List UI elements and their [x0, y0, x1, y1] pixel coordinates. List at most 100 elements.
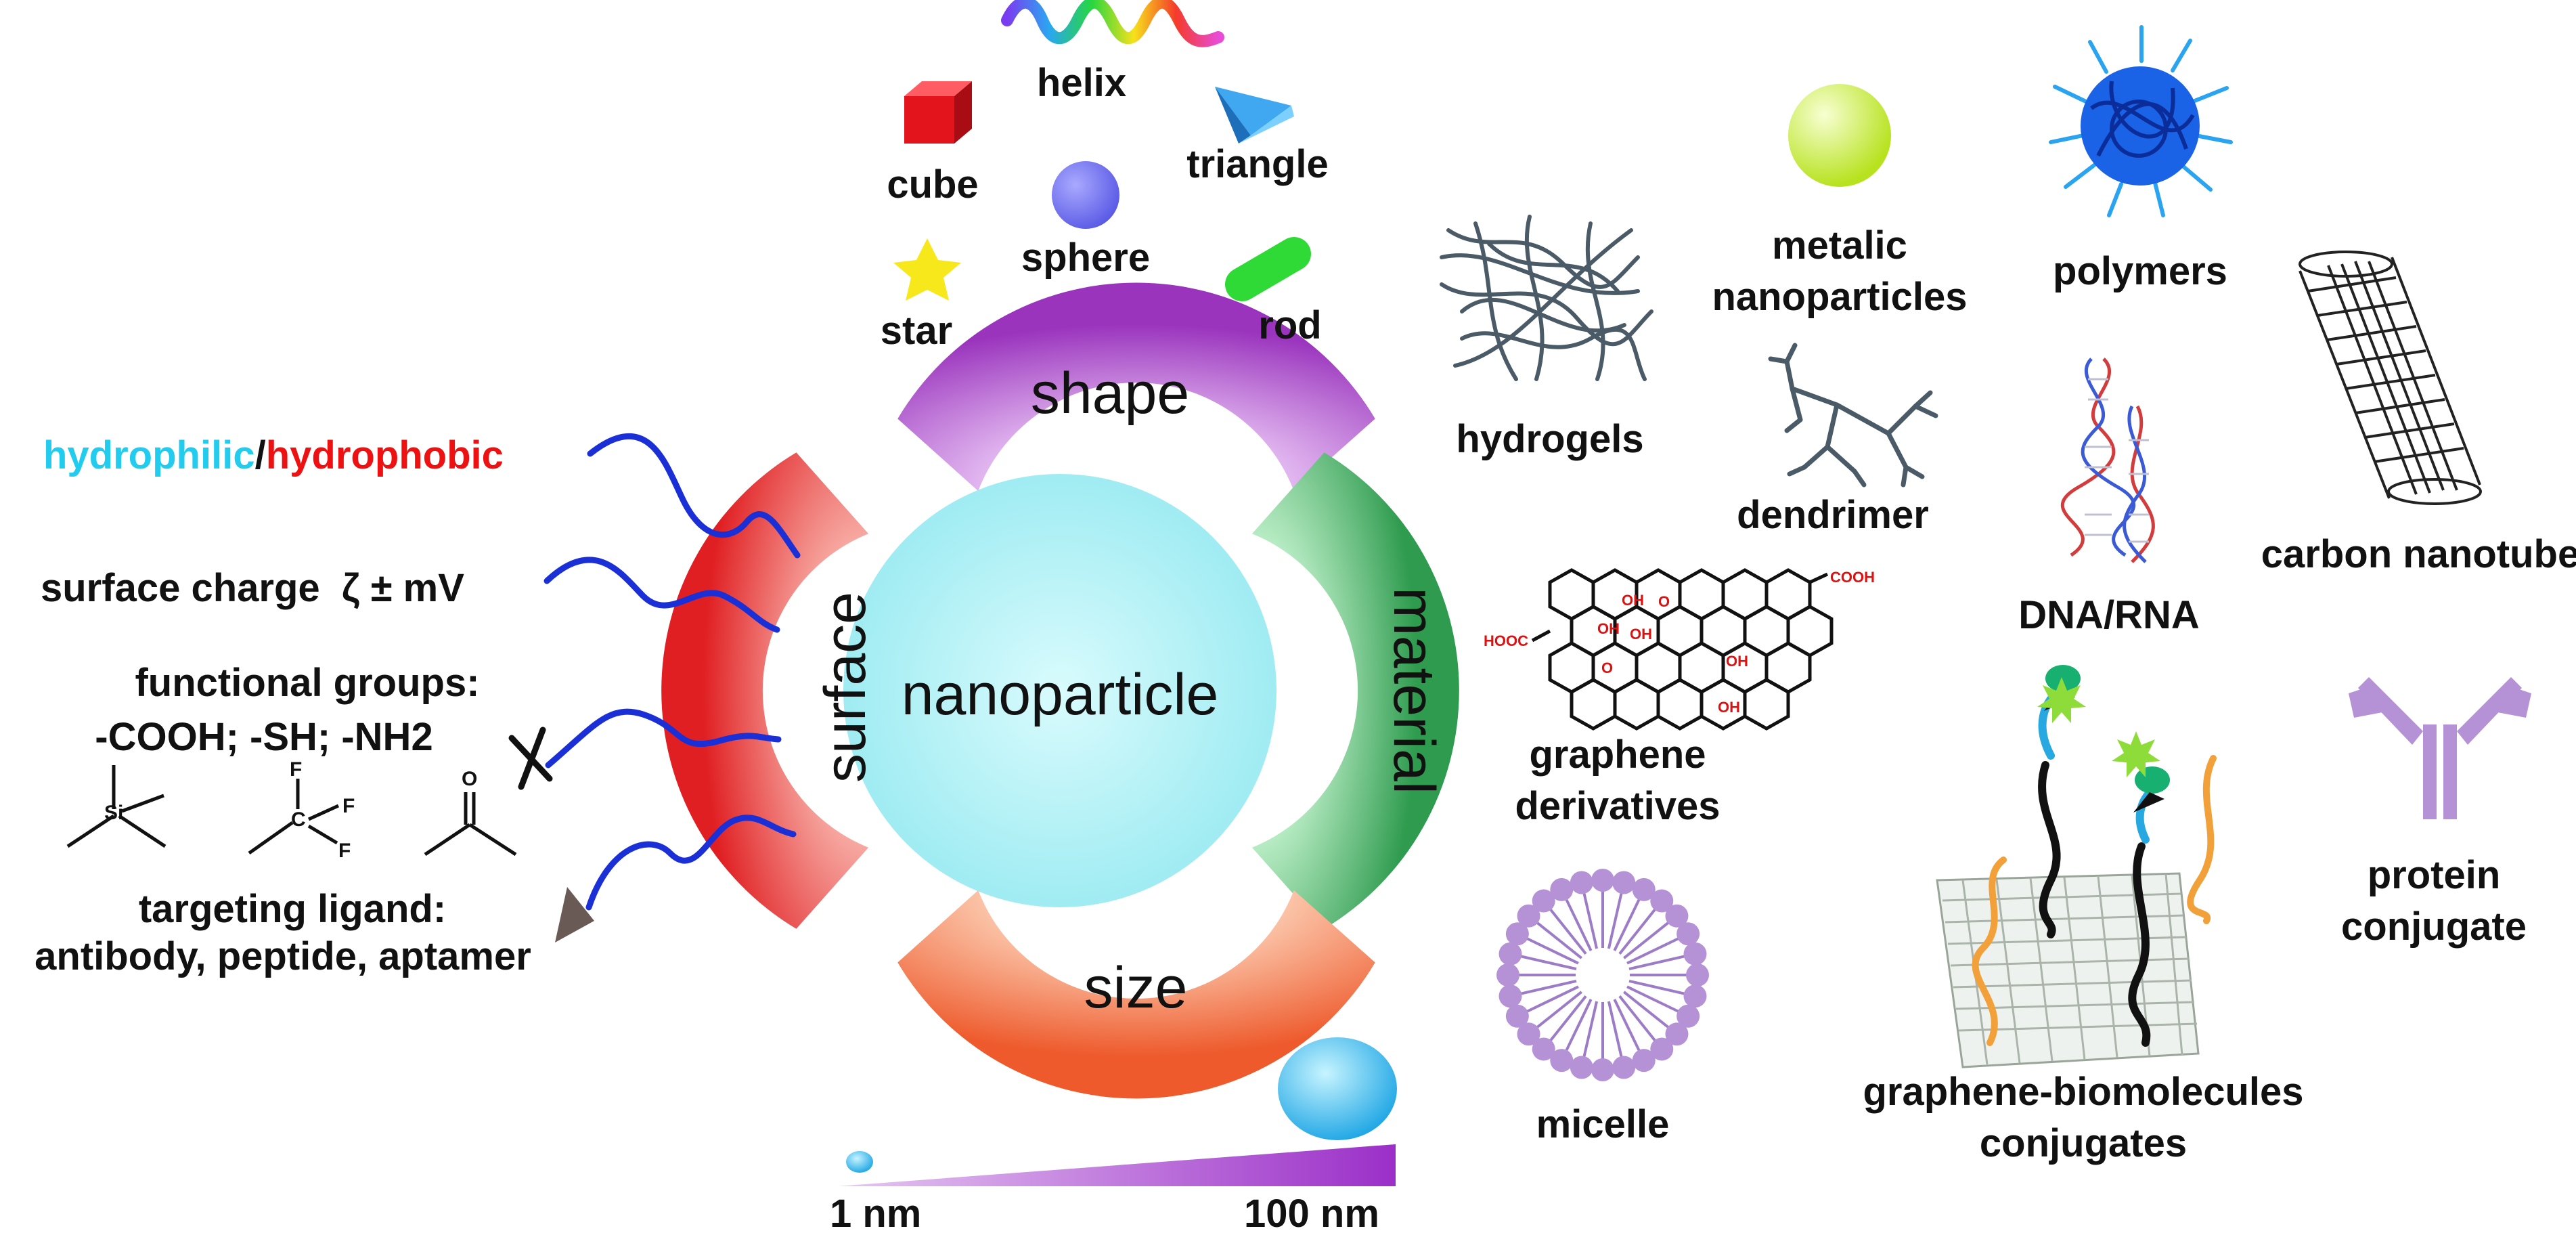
- shape-label-rod: rod: [1258, 303, 1321, 347]
- target-molecule-1-icon: [2037, 677, 2086, 723]
- surface-properties: hydrophilic/hydrophobic surface charge ζ…: [35, 433, 801, 978]
- label-dna-rna: DNA/RNA: [2018, 593, 2199, 637]
- micelle-head: [1496, 963, 1519, 987]
- helix-icon: [1001, 0, 1224, 47]
- label-hydrogels: hydrogels: [1456, 417, 1643, 461]
- label-dendrimer: dendrimer: [1737, 493, 1929, 537]
- micelle-head: [1570, 871, 1593, 894]
- rod-icon: [1225, 237, 1311, 301]
- label-protein-2: conjugate: [2341, 905, 2527, 949]
- micelle-head: [1591, 869, 1614, 892]
- micelle-head: [1498, 942, 1522, 966]
- atom-c: C: [291, 808, 306, 831]
- surface-charge-label: surface charge ζ ± mV: [41, 566, 464, 610]
- micelle-head: [1612, 871, 1636, 894]
- group-oh-3: OH: [1630, 626, 1652, 643]
- atom-si: Si: [104, 802, 123, 824]
- chain-functional: [545, 708, 782, 768]
- atom-f-2: F: [342, 795, 355, 817]
- label-graphene-bio-2: conjugates: [1980, 1121, 2187, 1165]
- cube-icon: [904, 81, 972, 144]
- segment-label-size: size: [1084, 955, 1188, 1020]
- micelle-head: [1683, 942, 1707, 966]
- micelle-head: [1517, 1022, 1540, 1046]
- micelle-head: [1676, 922, 1700, 946]
- micelle-head: [1550, 878, 1574, 901]
- group-cooh: COOH: [1830, 569, 1875, 586]
- functional-groups-title: functional groups:: [135, 661, 479, 705]
- chain-charge: [543, 557, 780, 633]
- size-scale: 1 nm 100 nm: [830, 1037, 1397, 1235]
- segment-shape: [897, 282, 1375, 492]
- metallic-nanoparticle-icon: [1788, 84, 1891, 187]
- micelle-head: [1532, 889, 1555, 913]
- segment-label-surface: surface: [813, 592, 878, 783]
- micelle-icon: [1496, 869, 1709, 1081]
- nanoparticle-core: [843, 474, 1276, 907]
- group-o-1: O: [1658, 593, 1670, 610]
- hydrophilicity-label: hydrophilic/hydrophobic: [43, 433, 504, 477]
- micelle-head: [1591, 1058, 1614, 1081]
- micelle-head: [1612, 1056, 1636, 1079]
- segment-surface: [661, 452, 869, 929]
- carbon-nanotube-icon: [2299, 251, 2482, 505]
- trifluoromethyl-structure: [248, 779, 340, 855]
- graphene-functional-groups: COOH HOOC OH OH OH OH OH O O: [1484, 569, 1875, 716]
- polymer-icon: [2049, 25, 2233, 217]
- acetyl-structure: [424, 792, 517, 857]
- atom-f-1: F: [290, 758, 302, 781]
- wheel: nanoparticle shape size surface material: [661, 282, 1459, 1099]
- star-icon: [893, 238, 961, 301]
- micelle-head: [1650, 1037, 1674, 1061]
- label-polymers: polymers: [2053, 249, 2227, 293]
- micelle-head: [1650, 889, 1674, 913]
- sphere-icon: [1052, 161, 1119, 229]
- micelle-head: [1505, 922, 1529, 946]
- micelle-head: [1532, 1037, 1555, 1061]
- micelle-head: [1665, 904, 1689, 928]
- shape-label-cube: cube: [887, 162, 978, 207]
- ligand-arrow-icon: [555, 887, 594, 942]
- micelle-head: [1665, 1022, 1689, 1046]
- small-particle-icon: [846, 1151, 873, 1173]
- hydrogel-icon: [1440, 215, 1653, 381]
- dna-rna-icon: [2060, 358, 2155, 563]
- micelle-head: [1570, 1056, 1593, 1079]
- segment-label-material: material: [1381, 587, 1446, 794]
- triangle-icon: [1215, 87, 1294, 144]
- slash-text: /: [255, 433, 266, 477]
- cross-icon: [508, 727, 553, 790]
- atom-f-3: F: [338, 840, 351, 862]
- large-particle-icon: [1278, 1037, 1397, 1140]
- shape-label-triangle: triangle: [1186, 142, 1329, 186]
- label-micelle: micelle: [1536, 1102, 1670, 1146]
- segment-label-shape: shape: [1031, 361, 1189, 426]
- micelle-head: [1683, 984, 1707, 1008]
- label-carbon-nanotube: carbon nanotube: [2261, 532, 2576, 576]
- shape-label-sphere: sphere: [1021, 236, 1150, 280]
- micelle-head: [1517, 904, 1540, 928]
- chain-hydrophilic: [587, 433, 801, 559]
- micelle-head: [1676, 1004, 1700, 1028]
- size-min-label: 1 nm: [830, 1192, 921, 1232]
- group-o-2: O: [1601, 659, 1613, 676]
- group-oh-2: OH: [1597, 620, 1620, 637]
- dendrimer-icon: [1768, 343, 1938, 488]
- functional-groups-list: -COOH; -SH; -NH2: [95, 715, 432, 759]
- graphene-oxide-icon: [1531, 568, 1834, 731]
- atom-o: O: [462, 768, 477, 790]
- antibody-icon: [2349, 677, 2531, 819]
- chain-ligand: [585, 815, 797, 911]
- target-molecule-2-icon: [2112, 731, 2160, 777]
- group-oh-1: OH: [1622, 592, 1644, 609]
- shape-icons: helix cube triangle sphere star rod: [881, 0, 1329, 353]
- center-label: nanoparticle: [902, 662, 1219, 727]
- segment-material: [1251, 452, 1459, 929]
- shape-label-star: star: [881, 309, 952, 353]
- label-graphene-1: graphene: [1529, 733, 1706, 777]
- trimethylsilyl-structure: [66, 765, 166, 848]
- micelle-head: [1550, 1049, 1574, 1072]
- micelle-head: [1632, 1049, 1656, 1072]
- hydrophilic-text: hydrophilic: [43, 433, 255, 477]
